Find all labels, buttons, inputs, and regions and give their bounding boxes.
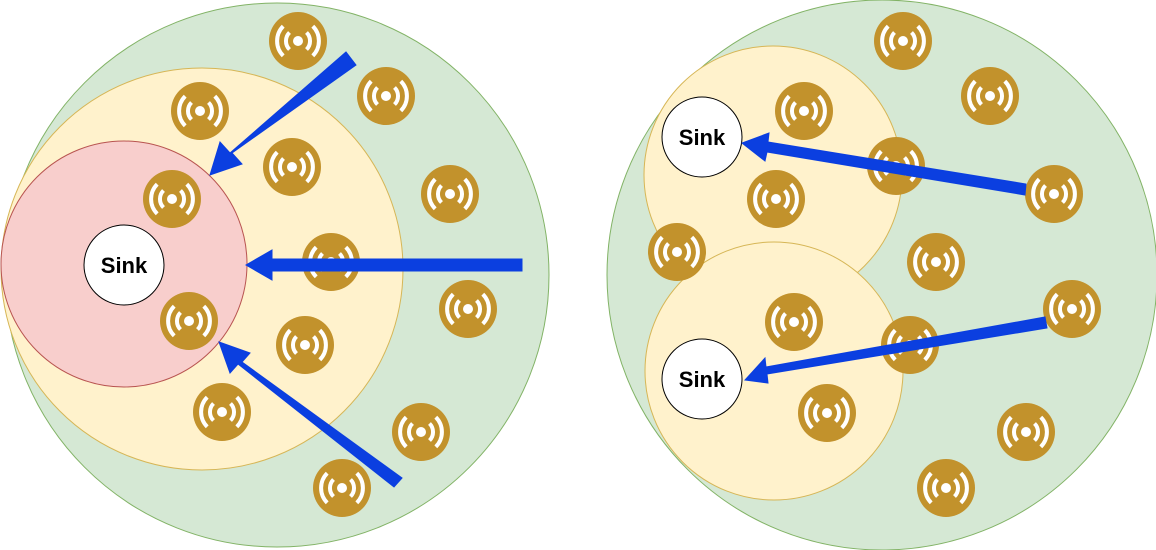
wireless-sensor-icon [437,278,499,340]
wireless-sensor-icon [995,401,1057,463]
arrows [209,51,523,488]
wireless-sensor-icon [267,10,329,72]
wireless-sensor-icon [419,163,481,225]
right-diagram: Sink Sink [606,0,1156,550]
wireless-sensor-icon [274,314,336,376]
wireless-sensor-icon [141,168,203,230]
wireless-sensor-icon [1023,163,1085,225]
wireless-sensor-icon [261,136,323,198]
sink-label: Sink [679,367,726,392]
sink-label: Sink [679,125,726,150]
arrow-top [209,51,357,176]
wireless-sensor-icon [169,80,231,142]
arrow-bottom [218,341,403,488]
arrow-middle [244,249,523,281]
wireless-sensor-icon [905,231,967,293]
sink-node-upper: Sink [661,96,743,178]
wireless-sensor-icon [773,80,835,142]
left-diagram: Sink [0,2,550,548]
wireless-sensor-icon [915,457,977,519]
wireless-sensor-icon [311,457,373,519]
wireless-sensor-icon [745,168,807,230]
wireless-sensor-icon [796,382,858,444]
arrows [740,132,1048,384]
arrow-lower [743,316,1048,384]
wireless-sensor-icon [1041,278,1103,340]
sink-label: Sink [101,253,148,278]
wireless-sensor-icon [355,65,417,127]
sink-node: Sink [83,224,165,306]
wireless-sensor-icon [158,290,220,352]
wireless-sensor-icon [872,10,934,72]
sink-node-lower: Sink [661,338,743,420]
wireless-sensor-icon [959,65,1021,127]
wireless-sensor-icon [763,291,825,353]
arrow-upper [740,132,1027,196]
wireless-sensor-icon [191,381,253,443]
wireless-sensor-icon [390,401,452,463]
wireless-sensor-icon [646,221,708,283]
